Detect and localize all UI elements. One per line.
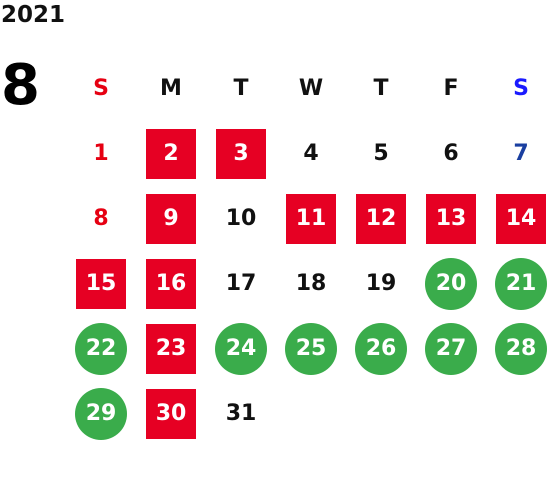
calendar-day-5: 5 [373,141,389,166]
year-label: 2021 [1,2,66,28]
calendar-day-15: 15 [76,258,126,309]
calendar-day-17: 17 [225,271,257,296]
calendar-day-27: 27 [425,322,477,375]
weekday-header-mon: M [160,76,182,101]
calendar-day-cell: 20 [416,251,486,316]
calendar-day-18: 18 [295,271,327,296]
calendar-day-cell: 3 [206,121,276,186]
calendar-day-cell [416,381,486,446]
calendar-day-cell: 17 [206,251,276,316]
calendar-day-cell: 19 [346,251,416,316]
calendar-day-28: 28 [495,322,547,375]
weekday-header-tue: T [233,76,249,101]
calendar-day-cell: 31 [206,381,276,446]
calendar-day-cell: 14 [486,186,548,251]
calendar-day-cell [486,381,548,446]
calendar-day-cell: 21 [486,251,548,316]
calendar-day-13: 13 [426,193,476,244]
calendar-day-cell: 13 [416,186,486,251]
calendar-day-30: 30 [146,388,196,439]
calendar-day-cell: 29 [66,381,136,446]
calendar-day-cell: 18 [276,251,346,316]
calendar-day-cell: 10 [206,186,276,251]
calendar-day-23: 23 [146,323,196,374]
calendar-day-cell: 11 [276,186,346,251]
calendar-day-cell: 26 [346,316,416,381]
calendar-day-6: 6 [443,141,459,166]
calendar-day-4: 4 [303,141,319,166]
calendar-day-cell: 4 [276,121,346,186]
weekday-header-sun: S [93,76,109,101]
calendar-day-cell: 23 [136,316,206,381]
calendar-day-19: 19 [365,271,397,296]
calendar-day-1: 1 [93,141,109,166]
empty-day [286,389,336,439]
month-label: 8 [1,53,40,118]
calendar-day-cell [346,381,416,446]
calendar-day-cell [276,381,346,446]
weekday-header-thu: T [373,76,389,101]
calendar-day-cell: 7 [486,121,548,186]
calendar-day-25: 25 [285,322,337,375]
calendar-day-29: 29 [75,387,127,440]
calendar-day-26: 26 [355,322,407,375]
empty-day [426,389,476,439]
calendar-day-10: 10 [225,206,257,231]
calendar-day-14: 14 [496,193,546,244]
calendar-day-cell: 16 [136,251,206,316]
calendar-day-3: 3 [216,128,266,179]
calendar-day-cell: 9 [136,186,206,251]
weekday-header-sat: S [513,76,529,101]
weekday-header-fri: F [443,76,459,101]
weekday-header-wed: W [298,76,324,101]
calendar-day-cell: 5 [346,121,416,186]
calendar-day-cell: 2 [136,121,206,186]
calendar-day-22: 22 [75,322,127,375]
empty-day [356,389,406,439]
calendar-day-cell: 1 [66,121,136,186]
calendar-day-cell: 12 [346,186,416,251]
calendar-day-cell: 15 [66,251,136,316]
calendar-day-2: 2 [146,128,196,179]
calendar-day-cell: 24 [206,316,276,381]
calendar-day-7: 7 [513,141,529,166]
calendar-day-12: 12 [356,193,406,244]
calendar-day-cell: 25 [276,316,346,381]
calendar-day-cell: 30 [136,381,206,446]
calendar-day-9: 9 [146,193,196,244]
empty-day [496,389,546,439]
calendar-day-cell: 22 [66,316,136,381]
calendar-day-16: 16 [146,258,196,309]
calendar-day-cell: 28 [486,316,548,381]
calendar-day-8: 8 [93,206,109,231]
calendar-day-24: 24 [215,322,267,375]
calendar-day-cell: 8 [66,186,136,251]
calendar-day-cell: 6 [416,121,486,186]
calendar-day-11: 11 [286,193,336,244]
calendar-day-31: 31 [225,401,257,426]
calendar-day-20: 20 [425,257,477,310]
calendar-day-cell: 27 [416,316,486,381]
calendar-day-21: 21 [495,257,547,310]
